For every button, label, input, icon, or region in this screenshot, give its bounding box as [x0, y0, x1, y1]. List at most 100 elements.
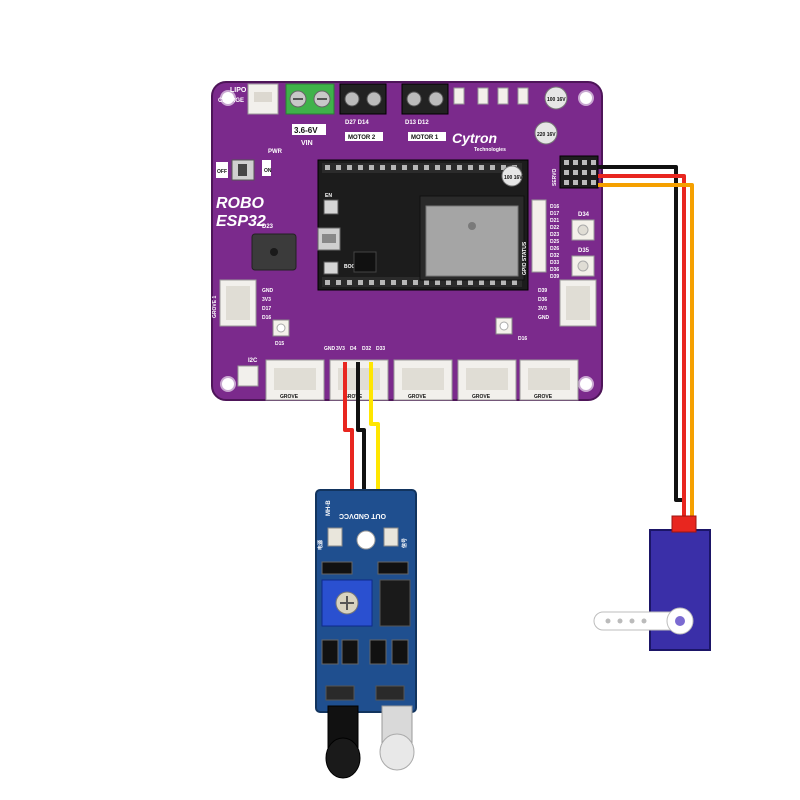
- motor2-pins: D27 D14: [345, 120, 369, 126]
- servo-wire-signal: [598, 183, 694, 520]
- grove-pin-right-4: GND: [538, 315, 550, 321]
- servo-wires: [598, 165, 694, 520]
- grove-pin-left-4: D16: [262, 315, 271, 321]
- svg-text:GROVE: GROVE: [408, 394, 427, 400]
- gpio-pin-8: D32: [550, 253, 559, 259]
- model-logo-line2: ESP32: [216, 213, 266, 230]
- gpio-pin-6: D25: [550, 239, 559, 245]
- ir-receiver: [325, 705, 361, 779]
- sensor-wires: [343, 362, 380, 492]
- gpio-pin-9: D33: [550, 260, 559, 266]
- motor2-label: MOTOR 2: [348, 135, 376, 141]
- gpio-status-leds: [531, 199, 547, 273]
- servo-wire-vcc: [598, 174, 686, 520]
- lipo-connector: [247, 83, 279, 115]
- capacitor-1: 100 16V: [544, 86, 568, 110]
- d35-label: D35: [578, 248, 590, 254]
- grove-pin-right-2: D36: [538, 297, 547, 303]
- mount-hole: [220, 376, 236, 392]
- d16-label: D16: [518, 336, 527, 342]
- buzzer-hole: [270, 248, 278, 256]
- sensor-wire-out: [369, 362, 380, 492]
- power-led: [327, 527, 343, 547]
- i2c-label: I2C: [248, 358, 258, 364]
- vin-label: VIN: [301, 140, 313, 147]
- grove-bottom-5: GROVE: [519, 359, 579, 401]
- en-label: EN: [325, 193, 332, 199]
- d15-label: D15: [275, 341, 284, 347]
- gpio-pin-3: D21: [550, 218, 559, 224]
- mount-hole: [578, 376, 594, 392]
- grove-bottom-4: GROVE: [457, 359, 517, 401]
- mount-hole: [578, 90, 594, 106]
- gpio-pin-10: D36: [550, 267, 559, 273]
- motor1-pins: D13 D12: [405, 120, 429, 126]
- i2c-connector: [237, 365, 259, 387]
- svg-text:GROVE: GROVE: [344, 394, 363, 400]
- resistor: [321, 561, 353, 575]
- charge-label: CHARGE: [218, 98, 244, 104]
- servo-label: SERVO: [552, 168, 558, 186]
- grove1-label: GROVE 1: [212, 296, 218, 318]
- brand-logo: Cytron: [452, 130, 497, 146]
- sensor-pin-labels: OUT GNDVCC: [339, 512, 386, 519]
- vin-range-badge: [292, 124, 326, 135]
- smd-part: [321, 639, 339, 665]
- svg-text:GROVE: GROVE: [280, 394, 299, 400]
- resistor: [377, 561, 409, 575]
- motor1-terminal: [401, 83, 449, 115]
- d34-label: D34: [578, 212, 590, 218]
- vin-terminal: [285, 83, 335, 115]
- servo-cable-entry: [671, 515, 697, 533]
- grove-pin-right-1: D39: [538, 288, 547, 294]
- motor1-label: MOTOR 1: [411, 135, 439, 141]
- sensor-model: MH-B: [326, 500, 332, 516]
- ir-sensor-module: OUT GNDVCC MH-B 电源 信号: [315, 489, 417, 713]
- smd-part: [453, 87, 465, 105]
- sensor-wire-vcc: [343, 362, 354, 492]
- smd-part: [341, 639, 359, 665]
- grove-pin-left-3: D17: [262, 306, 271, 312]
- gpio-pin-1: D16: [550, 204, 559, 210]
- boot-button[interactable]: [323, 261, 339, 275]
- svg-text:220 16V: 220 16V: [537, 132, 556, 138]
- capacitor-2: 220 16V: [534, 121, 558, 145]
- svg-text:100 16V: 100 16V: [547, 97, 566, 103]
- boot-label: BOOT: [344, 264, 358, 270]
- sensor-mount-hole: [356, 530, 376, 550]
- sensor-signal-label: 信号: [401, 538, 408, 548]
- power-switch-knob[interactable]: [238, 164, 247, 176]
- gpio-pin-2: D17: [550, 211, 559, 217]
- bottom-pin-2: 3V3: [336, 346, 345, 352]
- lipo-label: LIPO: [230, 87, 247, 94]
- motor1-badge: [408, 132, 446, 141]
- svg-text:GROVE: GROVE: [534, 394, 553, 400]
- en-button[interactable]: [323, 199, 339, 215]
- gpio-pin-11: D39: [550, 274, 559, 280]
- motor2-terminal: [339, 83, 387, 115]
- bottom-pin-5: D33: [376, 346, 385, 352]
- ir-emitter: [379, 705, 415, 771]
- svg-text:GROVE: GROVE: [472, 394, 491, 400]
- esp32-wroom-module: [419, 195, 525, 281]
- comparator-chip: [379, 579, 411, 627]
- on-label: ON: [264, 168, 272, 174]
- smd-part: [517, 87, 529, 105]
- servo-motor: [593, 515, 711, 651]
- sensor-wire-gnd: [356, 362, 366, 492]
- bottom-pin-1: GND: [324, 346, 336, 352]
- capacitor-3: 100 16V: [501, 165, 523, 187]
- on-badge: [262, 160, 271, 176]
- gpio-pin-7: D26: [550, 246, 559, 252]
- header-pins-bottom: [325, 280, 517, 285]
- grove-pin-left-1: GND: [262, 288, 274, 294]
- off-label: OFF: [217, 169, 227, 175]
- robo-esp32-board: LIPO CHARGE 3.6-6V VIN D27 D14 MOTOR 2 D…: [211, 81, 603, 401]
- smd-part: [497, 87, 509, 105]
- pwr-label: PWR: [268, 149, 283, 155]
- servo-header: [559, 155, 599, 189]
- smd-part: [369, 639, 387, 665]
- off-badge: [216, 162, 228, 178]
- usb-uart-chip: [353, 251, 377, 273]
